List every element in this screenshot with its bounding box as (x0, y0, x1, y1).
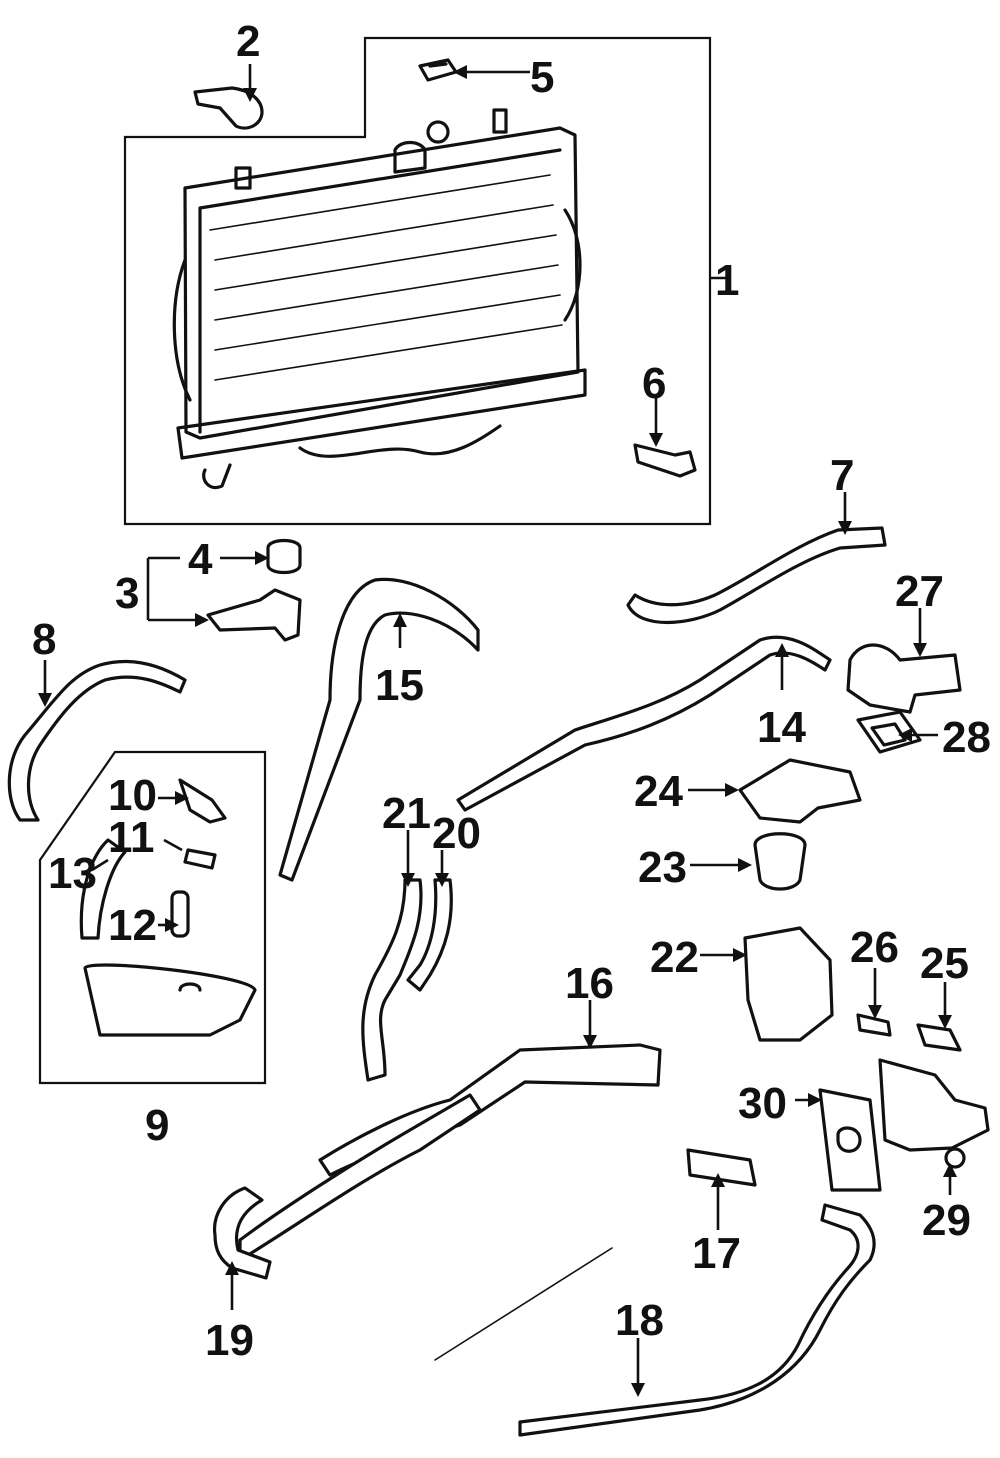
lower-pipe (518, 1203, 876, 1437)
sensor-26 (856, 1013, 892, 1037)
callout-20: 20 (432, 809, 481, 858)
reservoir-group-box (38, 750, 267, 1085)
callout-4: 4 (188, 535, 213, 584)
callout-29: 29 (922, 1196, 971, 1245)
callout-18: 18 (615, 1296, 664, 1345)
water-outlet-upper (846, 643, 962, 714)
callout-5: 5 (530, 53, 554, 102)
flange-gasket (818, 1088, 882, 1192)
radiator-cap (418, 58, 458, 82)
leader-lines (38, 64, 957, 1397)
washer (183, 848, 217, 870)
callout-25: 25 (920, 939, 969, 988)
callout-2: 2 (236, 17, 260, 66)
callout-16: 16 (565, 959, 614, 1008)
callout-19: 19 (205, 1316, 254, 1365)
reservoir-cap (178, 778, 227, 824)
lower-bracket (206, 588, 302, 642)
small-hose (686, 1148, 757, 1187)
callout-27: 27 (895, 567, 944, 616)
drain-plug (633, 443, 697, 478)
callout-9: 9 (145, 1101, 169, 1150)
callout-24: 24 (634, 767, 683, 816)
overflow-hose (79, 838, 127, 940)
overflow-pipe (170, 890, 190, 938)
thermostat-housing (738, 758, 862, 824)
callout-26: 26 (850, 923, 899, 972)
callout-22: 22 (650, 933, 699, 982)
callout-11: 11 (108, 813, 155, 862)
callout-15: 15 (375, 661, 424, 710)
callout-30: 30 (738, 1079, 787, 1128)
lower-mount (266, 538, 302, 575)
callout-13: 13 (48, 849, 97, 898)
radiator-assembly (172, 108, 587, 490)
callout-1: 1 (715, 256, 739, 305)
callout-12: 12 (108, 901, 157, 950)
heater-hose (278, 577, 480, 882)
bypass-pipe (456, 635, 832, 812)
sensor-25 (916, 1023, 962, 1052)
callout-8: 8 (32, 615, 56, 664)
callout-23: 23 (638, 843, 687, 892)
callout-10: 10 (108, 771, 157, 820)
lower-radiator-hose (7, 659, 187, 822)
thermostat (753, 832, 807, 891)
end-hose (212, 1186, 272, 1280)
radiator-group-box (123, 36, 712, 526)
bypass-hoses (361, 878, 423, 1082)
background-line (434, 1247, 613, 1361)
upper-bracket (193, 86, 264, 130)
outlet-gasket (856, 710, 922, 754)
callout-7: 7 (830, 451, 854, 500)
bypass-hose-2 (406, 878, 453, 992)
callout-28: 28 (942, 713, 991, 762)
water-outlet-lower (878, 1058, 990, 1152)
o-ring (944, 1147, 966, 1169)
callout-14: 14 (757, 703, 806, 752)
callout-17: 17 (692, 1229, 741, 1278)
water-inlet-housing (743, 926, 834, 1042)
callout-3: 3 (115, 569, 139, 618)
callout-6: 6 (642, 359, 666, 408)
callout-labels: 1 2 3 4 5 6 7 8 9 10 11 12 13 14 15 16 1… (32, 17, 991, 1365)
upper-hose (626, 526, 887, 624)
water-pipe-branch (238, 1093, 482, 1262)
coolant-reservoir (83, 963, 257, 1037)
callout-21: 21 (382, 789, 431, 838)
